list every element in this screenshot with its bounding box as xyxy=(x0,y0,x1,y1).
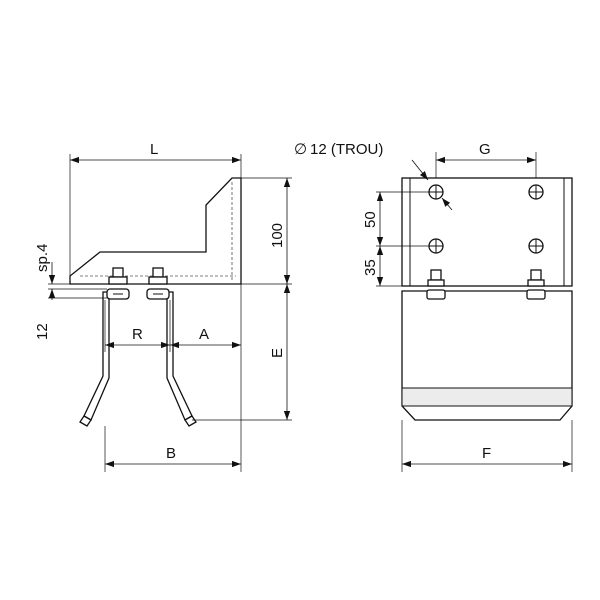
label-L: L xyxy=(150,141,158,158)
hole xyxy=(528,238,544,254)
label-35: 35 xyxy=(362,259,379,276)
hole xyxy=(528,184,544,200)
label-50: 50 xyxy=(362,211,379,228)
label-R: R xyxy=(132,326,143,343)
front-view: G ∅ 12 (TROU) 50 35 F xyxy=(294,141,573,472)
bolt-front-right xyxy=(526,269,546,300)
hole xyxy=(428,238,444,254)
hanger-arm-right xyxy=(166,291,193,421)
label-12: 12 xyxy=(34,323,51,340)
label-F: F xyxy=(482,445,491,462)
top-plate xyxy=(401,177,573,287)
label-B: B xyxy=(166,445,176,462)
bolt-front-left xyxy=(426,269,446,300)
label-A: A xyxy=(199,326,209,343)
bracket-plate xyxy=(69,177,242,285)
hole-symbol: ∅ xyxy=(294,141,307,158)
label-E: E xyxy=(269,348,286,358)
bolt-left xyxy=(106,267,130,300)
label-hole: 12 (TROU) xyxy=(310,141,383,158)
label-G: G xyxy=(479,141,491,158)
bolt-right xyxy=(146,267,170,300)
lower-band xyxy=(401,387,573,407)
label-sp4: sp.4 xyxy=(34,244,51,272)
label-100: 100 xyxy=(269,223,286,248)
side-view: L 100 E sp.4 12 R A B xyxy=(34,141,292,472)
hole xyxy=(428,184,444,200)
